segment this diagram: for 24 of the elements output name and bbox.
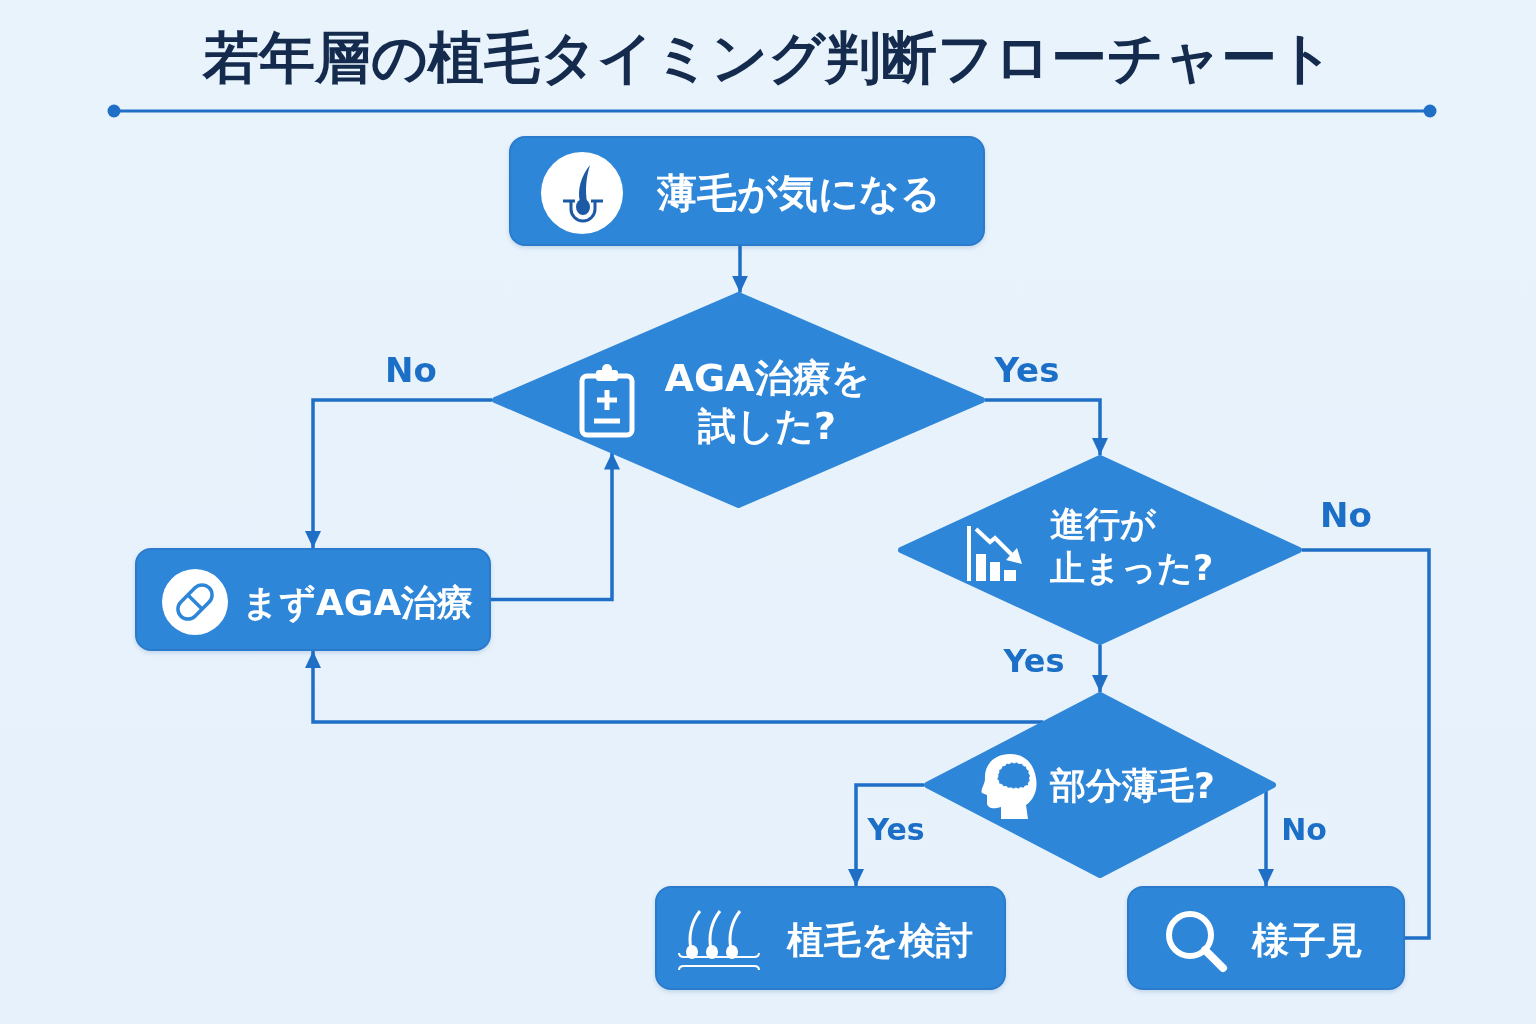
step-text: 植毛を検討 [787,917,973,964]
flow-arrow [491,452,620,602]
process-box [1127,886,1405,990]
chart-title: 若年層の植毛タイミング判断フローチャート [202,24,1334,92]
question-text: 進行が止まった? [1050,503,1214,590]
process-box [135,548,491,651]
flow-arrow [848,783,924,886]
flow-arrow [1092,645,1108,692]
flow-arrow [305,398,492,548]
step-text: 様子見 [1252,917,1363,964]
flow-arrow [1258,790,1274,886]
question-text: 部分薄毛? [1050,763,1215,808]
question-text: AGA治療を試した? [664,354,870,449]
process-box [655,886,1006,990]
flow-arrow [732,246,748,293]
process-box [509,136,985,246]
connector-line [1302,548,1431,940]
step-text: まずAGA治療 [242,580,474,625]
decision-diamond [492,292,985,508]
flow-arrow [985,398,1108,455]
step-text: 薄毛が気になる [657,169,941,218]
flow-arrow [305,651,1044,724]
decision-diamond [898,455,1302,645]
decision-diamond [924,692,1276,878]
